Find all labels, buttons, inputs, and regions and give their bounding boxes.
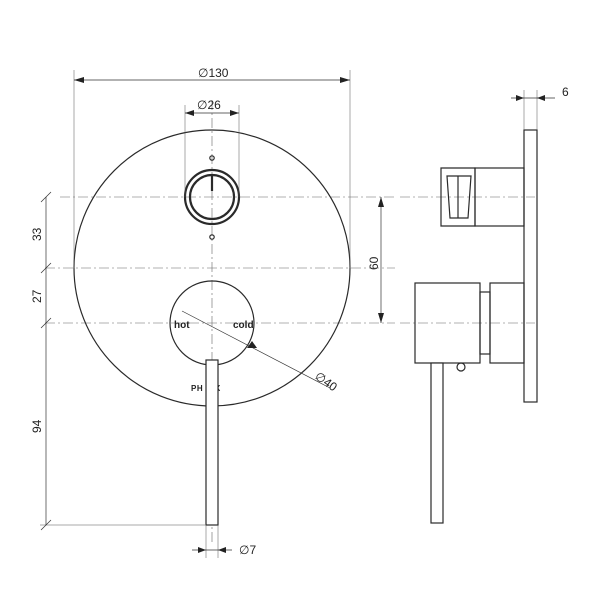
lower-offset-label: 27 xyxy=(30,289,44,303)
center-spacing-arrow-bottom xyxy=(378,313,384,323)
plate-dim-arrow-left xyxy=(74,77,84,83)
side-diverter-knob-grip xyxy=(446,175,472,219)
front-dimensions: ∅130 ∅26 33 27 94 60 ∅40 ∅7 xyxy=(30,66,384,558)
center-spacing-arrow-top xyxy=(378,197,384,207)
knob-dim-arrow-left xyxy=(185,110,194,116)
side-lever xyxy=(430,362,444,524)
thickness-arrow-right xyxy=(537,95,545,101)
lever-drop-label: 94 xyxy=(30,419,44,433)
tick-323 xyxy=(40,317,52,329)
diverter-top-dot xyxy=(209,155,215,161)
side-view xyxy=(400,129,538,524)
side-dimensions: 6 xyxy=(511,85,569,130)
lever-diameter-label: ∅7 xyxy=(239,543,256,557)
cold-label: cold xyxy=(233,320,254,331)
plate-thickness-label: 6 xyxy=(562,85,569,99)
tick-197 xyxy=(40,191,52,203)
side-mixer-handle xyxy=(414,282,481,364)
handle-diameter-leader xyxy=(181,310,331,389)
plate-dim-arrow-right xyxy=(340,77,350,83)
center-spacing-label: 60 xyxy=(367,256,381,270)
thickness-arrow-left xyxy=(516,95,524,101)
knob-diameter-label: ∅26 xyxy=(197,98,221,112)
diverter-bottom-dot xyxy=(209,234,215,240)
side-wall-plate xyxy=(523,129,538,403)
lever-dim-arrow-right xyxy=(218,547,226,553)
handle-diameter-label: ∅40 xyxy=(312,369,340,394)
tick-268 xyxy=(40,262,52,274)
tick-525 xyxy=(40,519,52,531)
plate-diameter-label: ∅130 xyxy=(198,66,229,80)
front-view: hot cold PH NIX xyxy=(45,100,395,545)
diverter-knob-inner xyxy=(188,173,236,221)
hot-label: hot xyxy=(174,320,190,331)
handle-diameter-arrow xyxy=(247,341,257,348)
side-diverter-knob xyxy=(440,167,476,227)
lever-dim-arrow-left xyxy=(198,547,206,553)
knob-dim-arrow-right xyxy=(230,110,239,116)
side-lever-pivot xyxy=(456,362,466,372)
upper-offset-label: 33 xyxy=(30,227,44,241)
mixer-lever xyxy=(205,359,219,526)
